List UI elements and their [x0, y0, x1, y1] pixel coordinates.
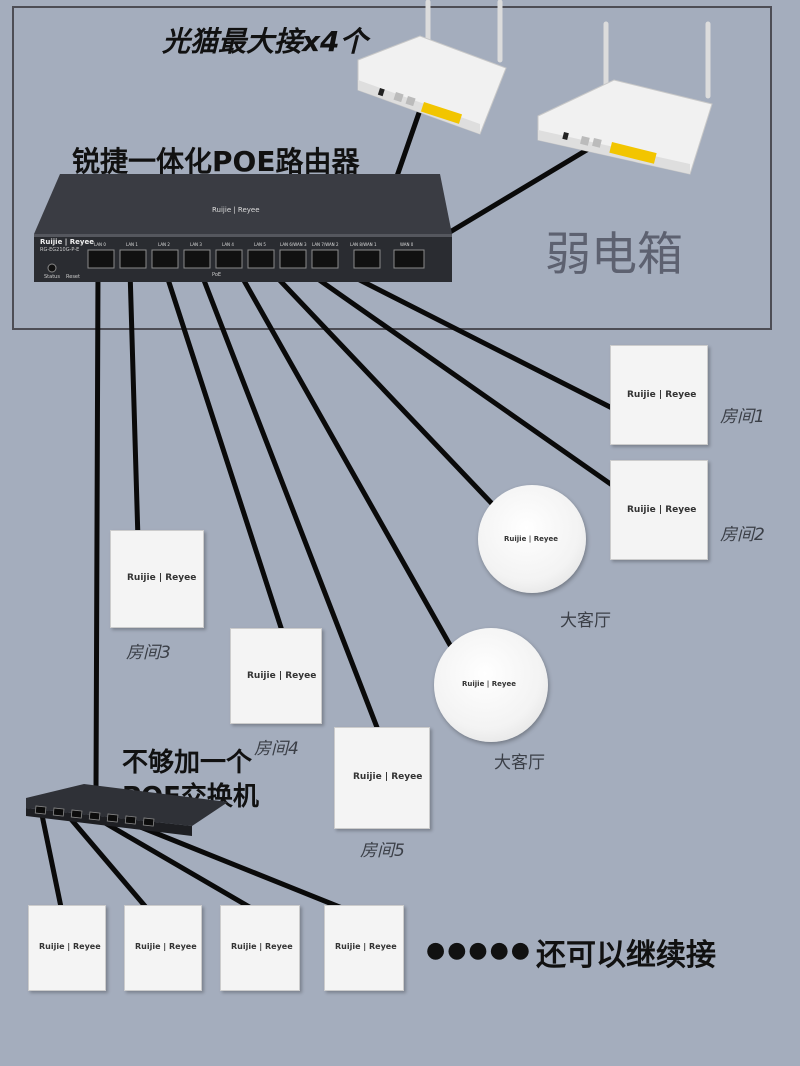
router-port-labels: LAN 0 LAN 1 LAN 2 LAN 3 LAN 4 LAN 5 LAN … — [88, 242, 428, 250]
port-label: LAN 0 — [94, 242, 106, 247]
continue-dots: ●●●●● — [426, 938, 532, 963]
ap-panel-bottom-1: Ruijie | Reyee — [28, 905, 106, 991]
modem-1 — [350, 0, 510, 140]
cable-room5 — [197, 267, 381, 733]
cable-switch — [93, 267, 101, 793]
weak-box-label: 弱电箱 — [545, 227, 683, 281]
cable-room2 — [302, 267, 615, 488]
ap-brand: Ruijie | Reyee — [335, 942, 397, 951]
cable-room1 — [337, 267, 615, 411]
port-label: LAN 5 — [254, 242, 266, 247]
router-reset: Reset — [66, 274, 80, 280]
cable-room4 — [162, 267, 288, 643]
cable-bottom4 — [125, 819, 355, 915]
living2-label: 大客厅 — [494, 753, 545, 773]
router-poe: PoE — [212, 272, 222, 278]
router-top-brand: Ruijie | Reyee — [212, 206, 260, 214]
port-label: LAN 4 — [222, 242, 234, 247]
cable-bottom3 — [97, 817, 261, 915]
port-label: LAN 7/WAN 2 — [312, 242, 339, 247]
ap-brand: Ruijie | Reyee — [627, 390, 697, 400]
room1-label: 房间1 — [720, 407, 765, 427]
room2-label: 房间2 — [720, 525, 765, 545]
ceiling-ap-living2: Ruijie | Reyee — [434, 628, 548, 742]
router-model: RG-EG210G-P-E — [40, 247, 80, 253]
room5-label: 房间5 — [360, 841, 405, 861]
ap-brand: Ruijie | Reyee — [135, 942, 197, 951]
ap-panel-room1: Ruijie | Reyee — [610, 345, 708, 445]
port-label: LAN 2 — [158, 242, 170, 247]
port-label: LAN 6/WAN 3 — [280, 242, 307, 247]
router-label: 锐捷一体化POE路由器 — [72, 145, 360, 178]
port-label: LAN 8/WAN 1 — [350, 242, 377, 247]
ap-brand: Ruijie | Reyee — [462, 680, 516, 688]
ceiling-ap-living1: Ruijie | Reyee — [478, 485, 586, 593]
room4-label: 房间4 — [254, 739, 299, 759]
room3-label: 房间3 — [126, 643, 171, 663]
ap-panel-bottom-2: Ruijie | Reyee — [124, 905, 202, 991]
cable-room3 — [127, 267, 141, 543]
living1-label: 大客厅 — [560, 611, 611, 631]
continue-label: 还可以继续接 — [536, 938, 716, 973]
ap-panel-room5: Ruijie | Reyee — [334, 727, 430, 829]
ap-brand: Ruijie | Reyee — [231, 942, 293, 951]
cable-living2 — [235, 267, 453, 648]
cable-bottom2 — [67, 815, 153, 915]
port-label: LAN 3 — [190, 242, 202, 247]
ap-panel-room2: Ruijie | Reyee — [610, 460, 708, 560]
poe-switch — [24, 780, 230, 840]
ap-brand: Ruijie | Reyee — [247, 671, 317, 681]
ap-brand: Ruijie | Reyee — [127, 573, 197, 583]
cable-living1 — [267, 267, 501, 513]
port-label: WAN 0 — [400, 242, 414, 247]
ap-panel-room4: Ruijie | Reyee — [230, 628, 322, 724]
modem-2 — [530, 20, 720, 180]
ap-brand: Ruijie | Reyee — [627, 505, 697, 515]
ap-brand: Ruijie | Reyee — [353, 772, 423, 782]
switch-label-line1: 不够加一个 — [122, 748, 253, 778]
router-brand: Ruijie | Reyee — [40, 238, 94, 246]
ap-panel-room3: Ruijie | Reyee — [110, 530, 204, 628]
port-label: LAN 1 — [126, 242, 138, 247]
ap-panel-bottom-4: Ruijie | Reyee — [324, 905, 404, 991]
ap-panel-bottom-3: Ruijie | Reyee — [220, 905, 300, 991]
poe-router: Ruijie | Reyee RG-EG210G-P-E Ruijie | Re… — [32, 172, 452, 284]
router-status: Status — [44, 274, 60, 280]
modem-label: 光猫最大接x4个 — [162, 25, 368, 58]
ap-brand: Ruijie | Reyee — [504, 535, 558, 543]
cable-bottom1 — [39, 812, 65, 915]
ap-brand: Ruijie | Reyee — [39, 942, 101, 951]
